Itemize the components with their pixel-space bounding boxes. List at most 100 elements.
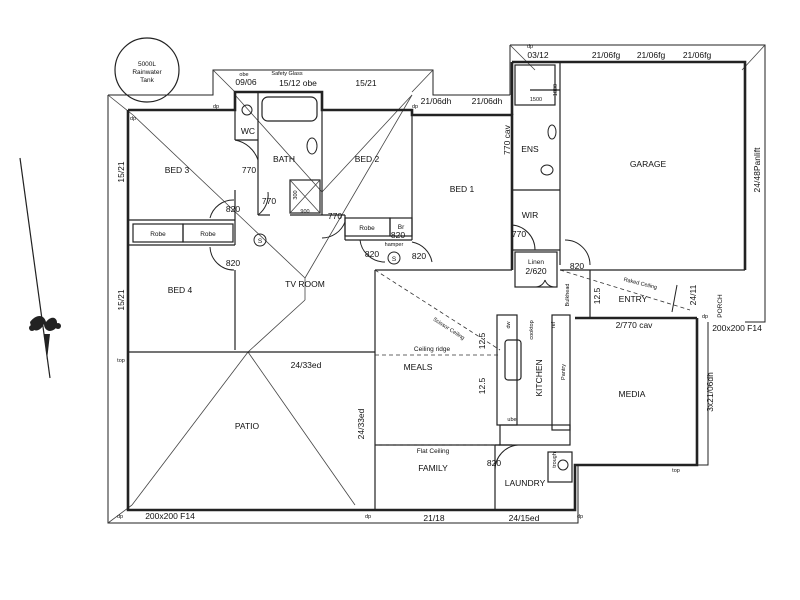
dim-200x200-left: 200x200 F14 <box>145 511 195 521</box>
tank-label-2: Rainwater <box>132 69 162 76</box>
note-dp-5: dp <box>365 514 371 520</box>
dim-2106fg-b: 21/06fg <box>637 50 666 60</box>
ceiling-lines <box>374 269 691 446</box>
dim-770-b: 770 <box>262 196 276 206</box>
room-kitchen: KITCHEN <box>534 359 544 396</box>
note-scissor-ceiling: Scissor Ceiling <box>432 317 466 342</box>
note-obe-1: obe <box>239 72 248 78</box>
room-robe-bed4: Robe <box>200 231 216 238</box>
dim-2770cav: 2/770 cav <box>616 320 654 330</box>
dim-2411: 24/11 <box>688 284 698 305</box>
note-dp-4: dp <box>117 514 123 520</box>
dim-820-d: 820 <box>365 249 379 259</box>
dim-2106dh-a: 21/06dh <box>421 96 452 106</box>
dim-200x200-right: 200x200 F14 <box>712 323 762 333</box>
note-dp-8: dp <box>527 44 533 50</box>
note-trough: trough <box>552 452 558 468</box>
dim-125-b: 12.5 <box>477 377 487 394</box>
dim-2415ed: 24/15ed <box>509 513 540 523</box>
dim-2118: 21/18 <box>423 513 445 523</box>
note-safety-glass: Safety Glass <box>271 71 302 77</box>
dim-1521-left2: 15/21 <box>116 289 126 311</box>
dim-900: 900 <box>300 209 309 215</box>
room-tv: TV ROOM <box>285 279 325 289</box>
dim-1521: 15/21 <box>355 78 377 88</box>
dim-820-b: 820 <box>226 258 240 268</box>
dim-820-g: 820 <box>487 458 501 468</box>
dim-1521-left: 15/21 <box>116 161 126 183</box>
note-ref: ref <box>551 321 557 328</box>
room-wir: WIR <box>522 210 539 220</box>
room-entry: ENTRY <box>619 294 648 304</box>
dim-2106dh-b: 21/06dh <box>472 96 503 106</box>
room-family: FAMILY <box>418 463 448 473</box>
room-media: MEDIA <box>619 389 646 399</box>
room-br: Br <box>398 224 405 231</box>
room-robe-bed2: Robe <box>359 225 375 232</box>
room-bed4: BED 4 <box>168 285 193 295</box>
north-arrow <box>19 157 61 379</box>
internal-walls <box>128 62 745 510</box>
dim-300: 300 <box>293 190 299 199</box>
dim-linen: 2/620 <box>525 266 547 276</box>
note-hamper: hamper <box>385 242 404 248</box>
dim-820-c: 820 <box>391 230 405 240</box>
dim-321dh: 3x21/06dh <box>705 372 715 412</box>
note-ube: ube <box>507 417 516 423</box>
dim-820-a: 820 <box>226 204 240 214</box>
note-dp-3: dp <box>412 104 418 110</box>
dim-0906: 09/06 <box>235 77 257 87</box>
smoke-alarms: S S <box>253 233 401 265</box>
dim-125-c: 12.5 <box>592 287 602 304</box>
dim-770-a: 770 <box>242 165 256 175</box>
room-laundry: LAUNDRY <box>505 478 546 488</box>
dim-770cav: 770 cav <box>502 124 512 155</box>
note-dp-2: dp <box>130 116 136 122</box>
room-wc: WC <box>241 126 255 136</box>
roof-outline <box>107 44 766 524</box>
dim-2433ed-a: 24/33ed <box>291 360 322 370</box>
room-bed1: BED 1 <box>450 184 475 194</box>
fixtures <box>241 64 569 471</box>
note-top-2: top <box>672 468 680 474</box>
smoke-alarm-2: S <box>392 256 397 263</box>
dim-1512obe: 15/12 obe <box>279 78 317 88</box>
note-cooktop: cooktop <box>529 320 535 339</box>
smoke-alarm-1: S <box>258 238 263 245</box>
room-bed2: BED 2 <box>355 154 380 164</box>
room-linen: Linen <box>528 259 544 266</box>
room-garage: GARAGE <box>630 159 667 169</box>
dim-2433ed-b: 24/33ed <box>356 408 366 439</box>
dimensions: 09/06 15/12 obe 15/21 21/06dh 21/06dh 03… <box>116 50 762 523</box>
room-bed3: BED 3 <box>165 165 190 175</box>
note-raked-ceiling: Raked Ceiling <box>623 277 658 291</box>
room-labels: BED 3 BED 2 BED 1 BED 4 WC BATH ENS WIR … <box>150 126 724 488</box>
room-robe-bed3: Robe <box>150 231 166 238</box>
dim-770-c: 770 <box>328 211 342 221</box>
dim-2106fg-c: 21/06fg <box>683 50 712 60</box>
door-swings <box>209 139 678 471</box>
dim-125-a: 12.5 <box>477 332 487 349</box>
dim-820-f: 820 <box>570 261 584 271</box>
rainwater-tank: 5000L Rainwater Tank <box>114 37 180 103</box>
notes: obe Safety Glass hamper Scissor Ceiling … <box>117 44 708 520</box>
room-patio: PATIO <box>235 421 260 431</box>
note-dp-6: dp <box>577 514 583 520</box>
note-dp-1: dp <box>213 104 219 110</box>
room-pantry: Pantry <box>561 364 567 380</box>
note-ceiling-ridge: Ceiling ridge <box>414 346 451 353</box>
dim-770-d: 770 <box>512 229 526 239</box>
dim-820-e: 820 <box>412 251 426 261</box>
room-ens: ENS <box>521 144 539 154</box>
dim-1000: 1000 <box>553 84 559 96</box>
dim-1500: 1500 <box>530 97 542 103</box>
tank-label-3: Tank <box>140 77 154 84</box>
note-dw: dw <box>506 321 512 328</box>
room-porch: PORCH <box>717 294 724 318</box>
note-top-1: top <box>117 358 125 364</box>
room-meals: MEALS <box>404 362 433 372</box>
dim-0312: 03/12 <box>527 50 549 60</box>
room-bath: BATH <box>273 154 295 164</box>
dim-2448: 24/48Panlift <box>752 147 762 193</box>
